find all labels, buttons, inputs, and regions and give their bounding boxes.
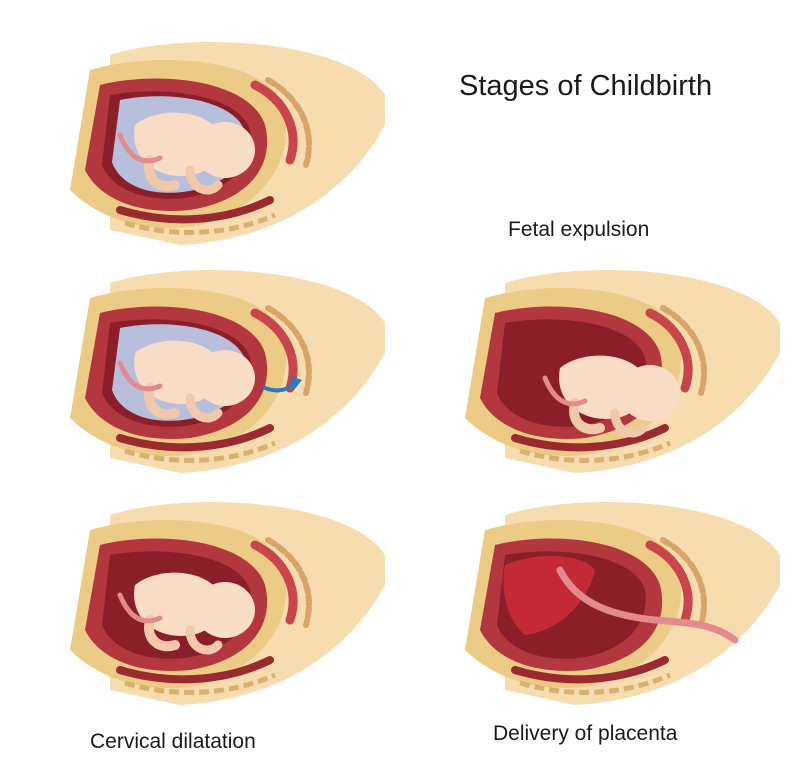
- illustration-stage-delivery-of-placenta: [445, 500, 785, 710]
- umbilical-cord: [556, 566, 739, 644]
- fluid-release-arrow-icon: [263, 376, 302, 393]
- placenta: [503, 555, 595, 635]
- illustration-stage-fetal-expulsion: [445, 268, 785, 478]
- stage-label-cervical-dilatation: Cervical dilatation: [90, 730, 256, 753]
- illustration-stage-membrane-rupture: [50, 268, 390, 478]
- stage-label-fetal-expulsion: Fetal expulsion: [508, 218, 650, 241]
- stage-label-delivery-of-placenta: Delivery of placenta: [493, 722, 678, 745]
- illustration-stage-term: [50, 40, 390, 250]
- page-title: Stages of Childbirth: [459, 70, 713, 102]
- illustration-stage-cervical-dilatation: [50, 500, 390, 710]
